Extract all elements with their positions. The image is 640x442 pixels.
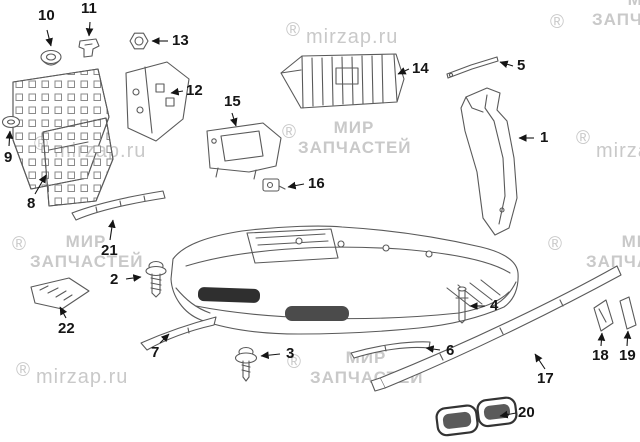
watermark-site: mirzap.ru [596, 140, 640, 162]
part-label-5[interactable]: 5 [517, 57, 526, 74]
callout-arrows [5, 21, 632, 419]
part-22-drawing [30, 277, 90, 310]
part-label-21[interactable]: 21 [101, 242, 118, 259]
part-label-8[interactable]: 8 [27, 195, 36, 212]
registered-mark-icon: ® [282, 122, 296, 143]
watermark-brand-line1: МИР [621, 232, 640, 251]
part-label-1[interactable]: 1 [540, 129, 549, 146]
registered-mark-icon: ® [286, 20, 300, 41]
part-1-drawing [460, 87, 518, 236]
part-19-drawing [619, 296, 637, 330]
part-17-drawing [370, 265, 622, 392]
part-3-drawing [234, 346, 258, 382]
watermark-site: mirzap.ru [36, 366, 129, 388]
part-15-drawing [206, 122, 282, 180]
registered-mark-icon: ® [287, 352, 301, 373]
part-label-17[interactable]: 17 [537, 370, 554, 387]
part-label-19[interactable]: 19 [619, 347, 636, 364]
registered-mark-icon: ® [12, 234, 26, 255]
part-label-22[interactable]: 22 [58, 320, 75, 337]
part-label-15[interactable]: 15 [224, 93, 241, 110]
watermark-brand-line2: ЗАПЧАСТЕЙ [592, 10, 640, 29]
part-label-14[interactable]: 14 [412, 60, 429, 77]
watermark-brand-line2: ЗАПЧАСТЕЙ [30, 252, 144, 271]
part-14-drawing [280, 53, 405, 109]
part-label-16[interactable]: 16 [308, 175, 325, 192]
part-10-drawing [40, 49, 62, 66]
part-label-3[interactable]: 3 [286, 345, 295, 362]
watermark-brand-line2: ЗАПЧАСТЕЙ [298, 138, 412, 157]
part-18-drawing [593, 299, 614, 332]
bumper-cover-drawing [170, 225, 519, 335]
part-label-10[interactable]: 10 [38, 7, 55, 24]
part-label-2[interactable]: 2 [110, 271, 119, 288]
part-4-drawing [455, 286, 469, 324]
part-label-11[interactable]: 11 [81, 0, 97, 17]
part-20-drawing [435, 396, 518, 437]
watermark-brand-line1: МИР [65, 232, 107, 251]
part-label-4[interactable]: 4 [490, 297, 499, 314]
watermark-brand: МИР ЗАПЧАСТЕЙ [30, 232, 144, 272]
registered-mark-icon: ® [16, 360, 30, 381]
part-2-drawing [145, 260, 167, 298]
part-label-20[interactable]: 20 [518, 404, 535, 421]
registered-mark-icon: ® [550, 12, 564, 33]
watermark-brand-line2: ЗАПЧАСТЕЙ [586, 252, 640, 271]
part-label-6[interactable]: 6 [446, 342, 455, 359]
part-13-drawing [129, 32, 149, 50]
registered-mark-icon: ® [548, 234, 562, 255]
part-label-7[interactable]: 7 [151, 344, 160, 361]
part-12-drawing [125, 61, 190, 142]
watermark-site: mirzap.ru [306, 26, 399, 48]
part-label-9[interactable]: 9 [4, 149, 13, 166]
watermark-brand-line1: МИР [333, 118, 375, 137]
part-16-drawing [262, 178, 286, 192]
part-21-drawing [71, 190, 166, 221]
watermark-brand: МИР ЗАПЧАСТЕЙ [298, 118, 412, 158]
part-label-12[interactable]: 12 [186, 82, 203, 99]
watermark-brand-line1: МИР [592, 0, 640, 10]
part-8-drawing [12, 68, 114, 207]
part-11-drawing [78, 38, 100, 58]
watermark-brand: МИР ЗАПЧАСТЕЙ [592, 0, 640, 30]
part-label-13[interactable]: 13 [172, 32, 189, 49]
part-5-drawing [446, 56, 499, 79]
registered-mark-icon: ® [576, 128, 590, 149]
part-label-18[interactable]: 18 [592, 347, 609, 364]
part-9-drawing [1, 115, 21, 129]
watermark-brand: МИР ЗАПЧАСТЕЙ [586, 232, 640, 272]
